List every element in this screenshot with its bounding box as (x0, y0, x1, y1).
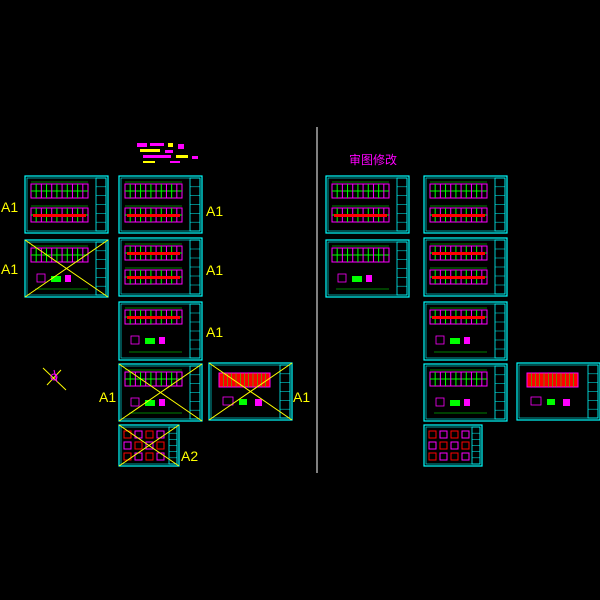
north-arrow-icon (42, 367, 67, 391)
sheet-size-label: A2 (181, 448, 199, 464)
drawing-sheet[interactable] (24, 239, 109, 298)
drawing-sheet[interactable] (325, 175, 410, 234)
drawing-sheet[interactable] (516, 362, 600, 421)
drawing-sheet[interactable] (325, 239, 410, 298)
drawing-sheet[interactable] (423, 301, 508, 361)
drawing-sheet[interactable] (118, 237, 203, 297)
drawing-sheet[interactable] (423, 175, 508, 234)
drawing-sheet[interactable] (208, 362, 293, 421)
drawing-sheet[interactable] (423, 363, 508, 422)
drawing-sheet[interactable] (423, 237, 508, 297)
drawing-sheet[interactable] (118, 424, 180, 467)
drawing-sheet[interactable] (24, 175, 109, 234)
drawing-sheet[interactable] (423, 424, 483, 467)
drawing-sheet[interactable] (118, 363, 203, 422)
sheet-size-label: A1 (206, 203, 224, 219)
drawing-sheet[interactable] (118, 175, 203, 234)
drawing-sheet[interactable] (118, 301, 203, 361)
sheet-size-label: A1 (1, 199, 19, 215)
sheet-size-label: A1 (99, 389, 117, 405)
sheet-size-label: A1 (206, 262, 224, 278)
sheet-size-label: A1 (206, 324, 224, 340)
sheet-size-label: A1 (293, 389, 311, 405)
header-notes (137, 143, 198, 163)
sheet-size-label: A1 (1, 261, 19, 277)
revision-title: 审图修改 (349, 153, 398, 167)
